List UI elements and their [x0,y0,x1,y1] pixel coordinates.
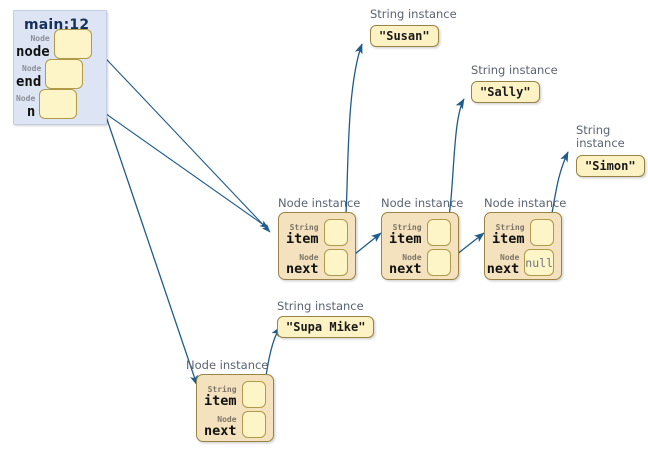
node3-next-null-value: null [525,255,553,270]
node-instance-label-4: Node instance [186,358,269,372]
node3-next-name: next [486,260,520,277]
node2-field-next[interactable]: Node next [389,249,451,276]
node2-next-name: next [389,260,422,277]
variable-labels-node: Node node [16,34,50,60]
edge-n-to-node1 [91,103,269,229]
node1-item-labels: String item [286,222,319,247]
node3-next-type: Node [500,252,520,262]
node-instance-4[interactable]: String item Node next [196,374,274,442]
string-instance-susan[interactable]: "Susan" [370,25,439,47]
edge-node-to-node1 [91,43,271,233]
node-instance-label-2: Node instance [381,196,464,210]
frame-variable-end[interactable]: Node end [16,59,84,90]
node-instance-label-1: Node instance [278,196,361,210]
variable-type-end: Node [22,64,42,73]
string-instance-simon[interactable]: "Simon" [576,155,645,177]
node1-item-name: item [286,230,319,247]
variable-slot-node[interactable] [53,29,92,59]
node1-field-item[interactable]: String item [286,219,348,246]
node-instance-label-3: Node instance [484,196,567,210]
node4-item-labels: String item [204,384,237,409]
node2-item-slot[interactable] [426,219,451,246]
string-instance-label-simon: String instance [576,123,625,151]
node4-next-type: Node [217,414,237,424]
node-instance-2[interactable]: String item Node next [381,212,459,280]
node2-next-type: Node [402,252,422,262]
string-instance-label-susan: String instance [370,7,457,21]
string-instance-supamike[interactable]: "Supa Mike" [277,316,375,338]
node2-next-labels: Node next [389,252,422,277]
node1-item-type: String [289,222,319,232]
node3-next-labels: Node next [486,252,520,277]
variable-labels-end: Node end [16,64,42,90]
node1-field-next[interactable]: Node next [286,249,348,276]
variable-type-n: Node [16,94,36,103]
node2-item-type: String [392,222,422,232]
node1-next-labels: Node next [286,252,319,277]
edge-end-to-node4 [91,74,198,386]
node3-item-labels: String item [492,222,525,247]
node4-item-name: item [204,392,237,409]
node3-item-name: item [492,230,525,247]
node4-next-slot[interactable] [241,411,266,438]
node3-item-type: String [495,222,525,232]
node2-item-labels: String item [389,222,422,247]
node4-item-slot[interactable] [241,381,266,408]
node3-next-slot[interactable]: null [524,249,554,276]
node2-field-item[interactable]: String item [389,219,451,246]
variable-name-node: node [16,44,50,60]
variable-name-end: end [16,74,42,90]
variable-slot-n[interactable] [39,89,78,119]
node1-next-type: Node [299,252,319,262]
variable-name-n: n [26,104,36,120]
node1-next-name: next [286,260,319,277]
node-instance-1[interactable]: String item Node next [278,212,356,280]
node4-next-labels: Node next [204,414,237,439]
variable-labels-n: Node n [16,94,36,120]
node4-item-type: String [207,384,237,394]
node3-field-item[interactable]: String item [492,219,554,246]
node4-next-name: next [204,422,237,439]
node1-next-slot[interactable] [323,249,348,276]
string-instance-label-sally: String instance [471,63,558,77]
node3-item-slot[interactable] [529,219,554,246]
variable-type-node: Node [30,34,50,43]
string-instance-label-supamike: String instance [277,299,364,313]
node3-field-next[interactable]: Node next null [487,249,554,276]
string-instance-sally[interactable]: "Sally" [471,81,540,103]
node2-next-slot[interactable] [426,249,451,276]
variable-slot-end[interactable] [45,59,84,89]
node4-field-next[interactable]: Node next [204,411,266,438]
node2-item-name: item [389,230,422,247]
frame-variable-node[interactable]: Node node [16,29,92,59]
node4-field-item[interactable]: String item [204,381,266,408]
node1-item-slot[interactable] [323,219,348,246]
frame-variable-n[interactable]: Node n [16,89,78,120]
node-instance-3[interactable]: String item Node next null [484,212,562,280]
